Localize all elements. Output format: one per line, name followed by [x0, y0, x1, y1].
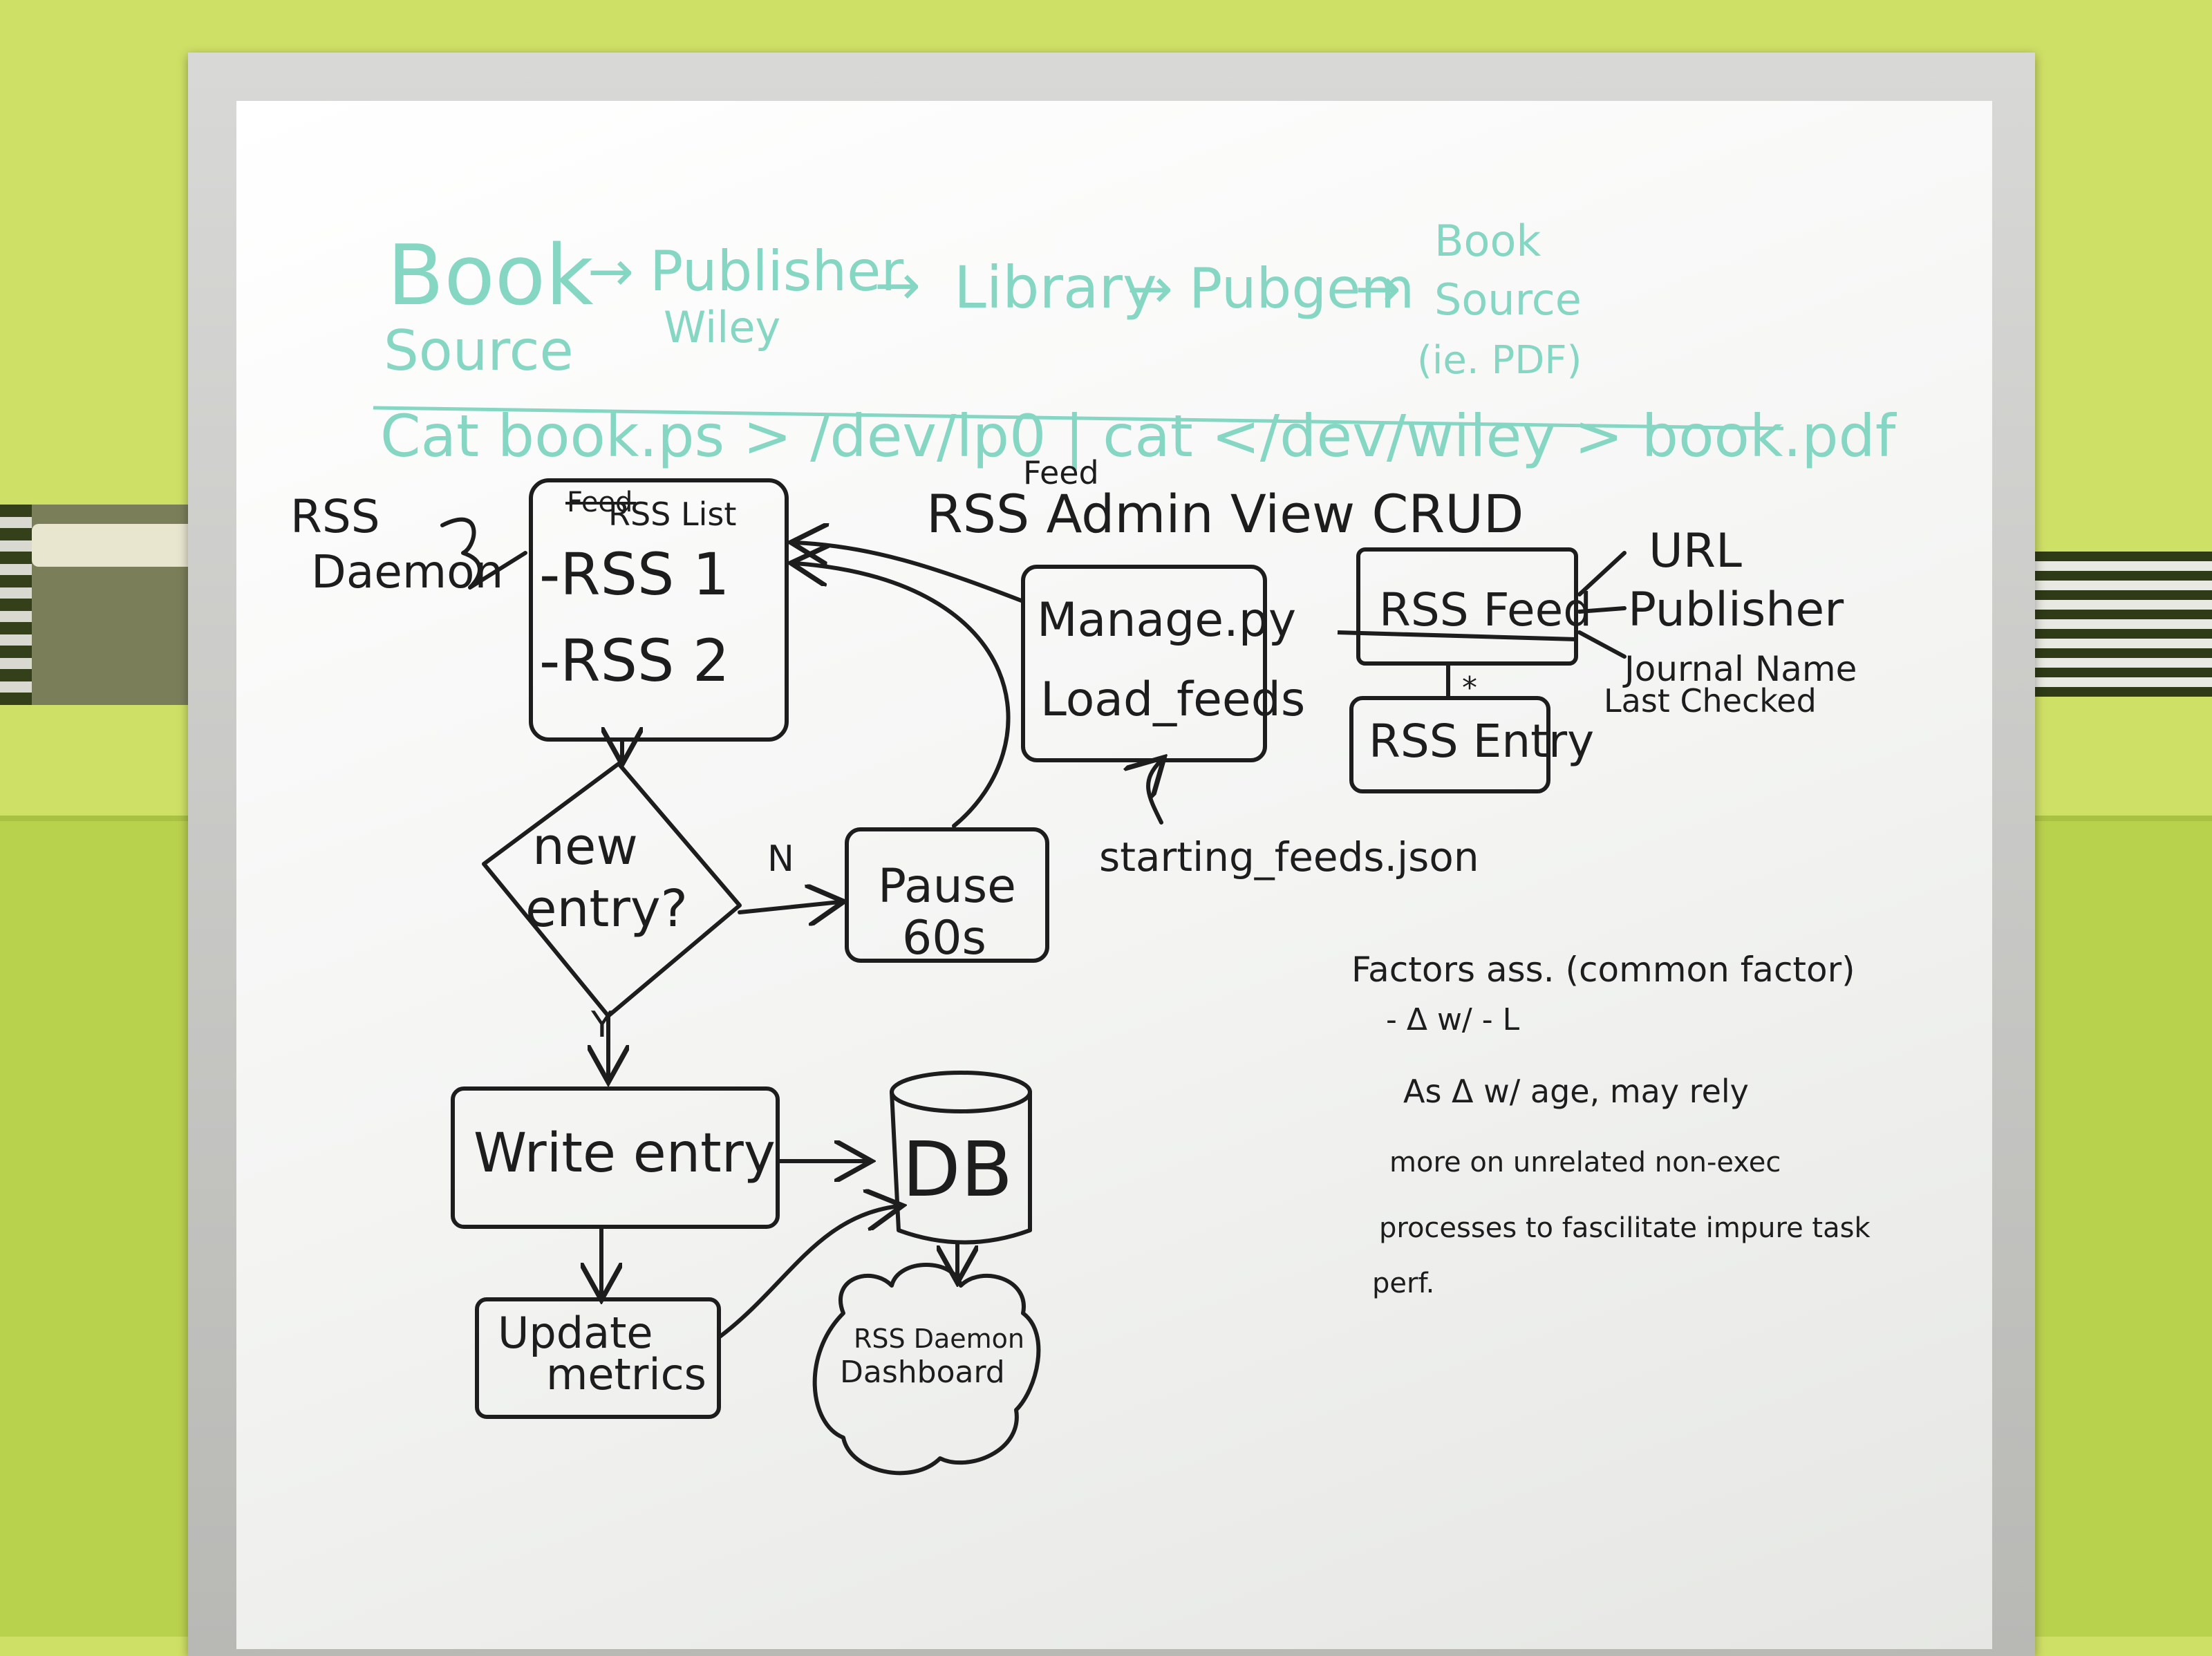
rss-feed-box [1356, 547, 1578, 666]
arrow-3: → [1127, 256, 1173, 321]
dashboard-line1: RSS Daemon [854, 1324, 1024, 1354]
feed-list-header: RSS List [608, 496, 736, 533]
rss-daemon-line2: Daemon [311, 545, 503, 599]
feed-item-2: -RSS 2 [539, 627, 729, 695]
right-vent [2008, 552, 2212, 697]
notes-line4: more on unrelated non-exec [1389, 1147, 1781, 1178]
pause-line1: Pause [878, 859, 1016, 914]
decision-line1: new [532, 817, 638, 876]
update-line1: Update [498, 1308, 653, 1358]
feed-item-1: -RSS 1 [539, 540, 729, 608]
publisher-label: Publisher [650, 239, 903, 303]
feed-box-underline [1337, 630, 1577, 641]
daemon-squiggle [440, 517, 527, 590]
rss-daemon-line1: RSS [290, 490, 380, 543]
whiteboard-surface [236, 101, 1992, 1649]
wiley-label: Wiley [664, 302, 780, 352]
notes-line1: Factors ass. (common factor) [1351, 950, 1855, 990]
yes-label: Y [590, 1004, 613, 1046]
pause-loop-arrow [795, 563, 1011, 828]
teal-underline [373, 406, 1784, 431]
starting-feeds-label: starting_feeds.json [1099, 834, 1479, 881]
source-label: Source [384, 319, 574, 383]
arrow-4: → [1355, 256, 1401, 321]
field-publisher: Publisher [1628, 583, 1844, 637]
admin-title: RSS Admin View CRUD [926, 483, 1524, 545]
field-connectors [1577, 551, 1627, 659]
feed-list-box [529, 478, 789, 742]
field-journal-name: Journal Name [1622, 649, 1857, 689]
manage-to-list-arrow [795, 543, 1025, 603]
no-label: N [767, 838, 794, 880]
notes-line5: processes to fascilitate impure task [1379, 1212, 1871, 1244]
decision-line2: entry? [525, 879, 688, 939]
metrics-to-db-arrow [717, 1206, 899, 1339]
db-cylinder [890, 1071, 1032, 1245]
notes-line3: As Δ w/ age, may rely [1403, 1073, 1749, 1110]
out-pdf-label: (ie. PDF) [1417, 338, 1582, 383]
write-entry-label: Write entry [474, 1122, 776, 1185]
write-entry-box [451, 1086, 780, 1229]
out-source-label: Source [1434, 274, 1582, 325]
book-label: Book [387, 228, 594, 324]
update-metrics-box [475, 1297, 721, 1419]
notes-line2: - Δ w/ - L [1386, 1002, 1520, 1037]
dashboard-cloud [812, 1263, 1041, 1476]
arrow-1: → [588, 239, 634, 303]
field-last-checked: Last Checked [1604, 682, 1817, 719]
relation-multiplicity: * [1462, 670, 1477, 706]
rss-feed-label: RSS Feed [1379, 583, 1592, 637]
notes-line6: perf. [1372, 1268, 1434, 1299]
rss-entry-label: RSS Entry [1369, 715, 1594, 768]
admin-feed-superscript: Feed [1023, 454, 1099, 491]
json-to-manage-arrow [1148, 760, 1161, 825]
field-url: URL [1649, 524, 1742, 578]
left-vent [0, 505, 32, 705]
command-line: Cat book.ps > /dev/lp0 | cat </dev/wiley… [380, 402, 1897, 470]
library-label: Library [954, 254, 1157, 321]
pubgem-label: Pubgem [1189, 256, 1414, 321]
out-book-label: Book [1434, 216, 1541, 266]
pause-box [845, 827, 1049, 963]
dashboard-line2: Dashboard [840, 1355, 1005, 1390]
pause-line2: 60s [902, 911, 986, 966]
update-line2: metrics [546, 1349, 706, 1400]
pipe [32, 524, 205, 567]
db-label: DB [902, 1125, 1013, 1214]
arrow-2: → [874, 253, 921, 317]
manage-line1: Manage.py [1037, 593, 1296, 648]
manage-line2: Load_feeds [1040, 672, 1305, 727]
decision-no-arrow [738, 902, 840, 912]
teal-chain: Book Source → Publisher Wiley → Library … [373, 216, 1897, 470]
